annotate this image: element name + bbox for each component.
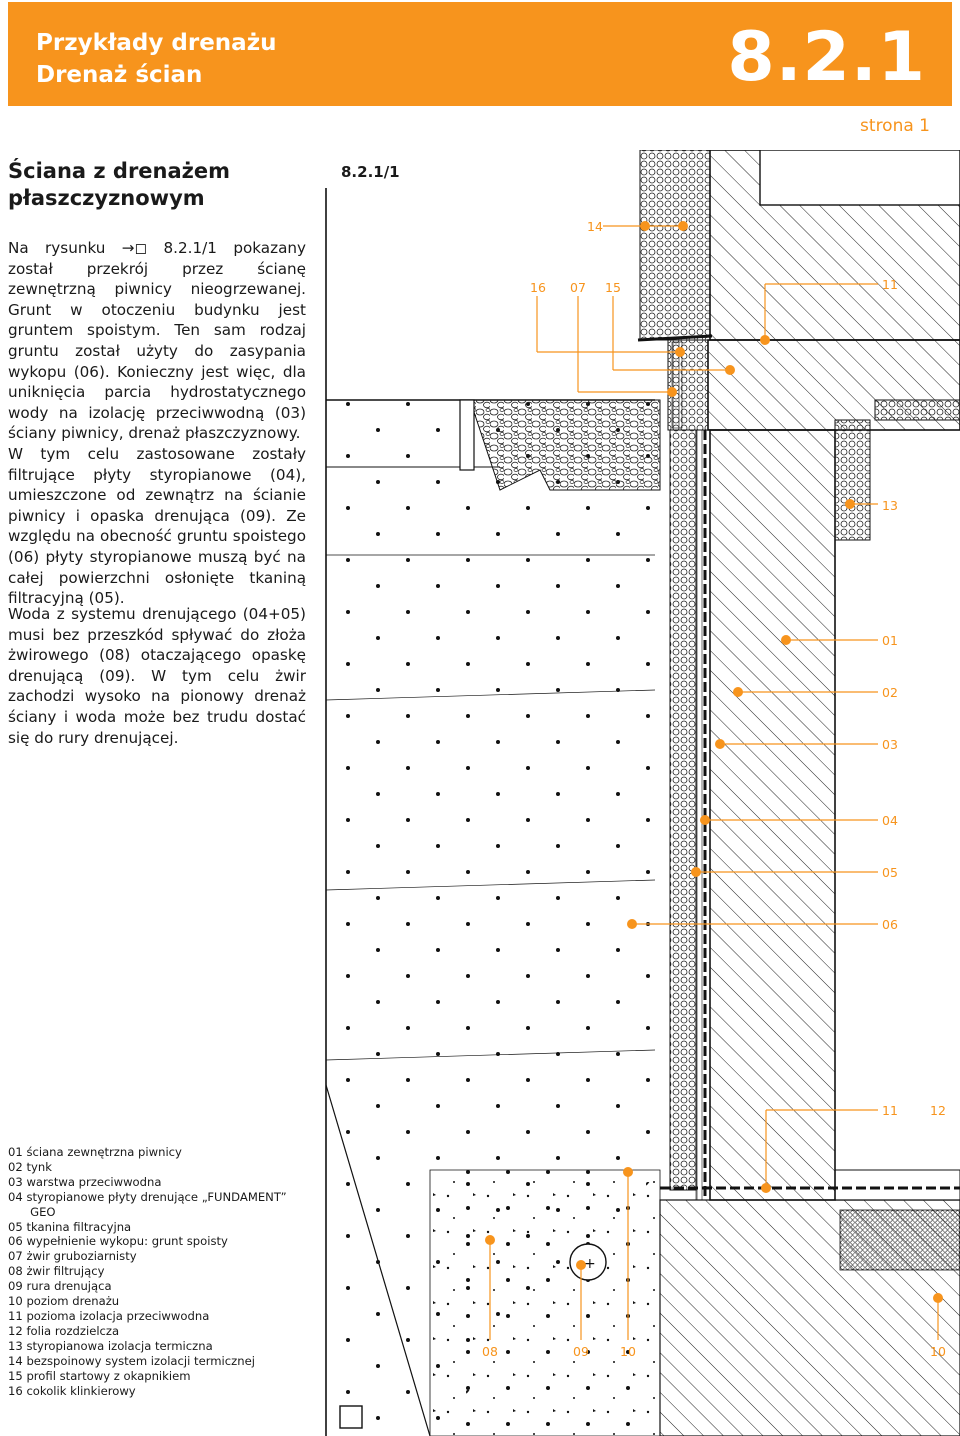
clinker-skirting bbox=[671, 341, 683, 429]
callout-leaders bbox=[489, 225, 939, 1340]
filter-fabric bbox=[695, 429, 703, 1201]
callout-dots bbox=[485, 221, 943, 1303]
floor-insulation bbox=[839, 1209, 960, 1271]
legend-item: 01 ściana zewnętrzna piwnicy bbox=[8, 1145, 182, 1159]
legend-item: 06 wypełnienie wykopu: grunt spoisty bbox=[8, 1234, 228, 1249]
paragraph-2: W tym celu zastosowane zostały filtrując… bbox=[8, 445, 306, 608]
callout-10-a: 10 bbox=[620, 1344, 636, 1359]
callout-13: 13 bbox=[882, 498, 898, 513]
legend-item: 15 profil startowy z okapnikiem bbox=[8, 1368, 191, 1383]
drain-pipe bbox=[569, 1243, 607, 1281]
legend-item: 11 pozioma izolacja przeciwwodna bbox=[8, 1308, 210, 1323]
callout-12: 12 bbox=[930, 1103, 946, 1118]
legend-item: 14 bezspoinowy system izolacji termiczne… bbox=[8, 1353, 255, 1368]
legend-item: 07 żwir gruboziarnisty bbox=[8, 1249, 137, 1264]
callout-11-bottom: 11 bbox=[882, 1103, 898, 1118]
legend-item: 05 tkanina filtracyjna bbox=[8, 1219, 132, 1234]
callout-02: 02 bbox=[882, 685, 898, 700]
callout-03: 03 bbox=[882, 737, 898, 752]
section-heading: Ściana z drenażem płaszczyznowym bbox=[8, 159, 231, 210]
legend-item: 09 rura drenująca bbox=[8, 1279, 112, 1294]
gravel-filter-bed bbox=[429, 1169, 661, 1436]
starter-profile bbox=[637, 334, 713, 342]
legend-item: GEO bbox=[8, 1204, 56, 1219]
legend-item: 16 cokolik klinkierowy bbox=[8, 1383, 136, 1398]
figure-code: 8.2.1/1 bbox=[341, 163, 400, 181]
paragraph-3: Woda z systemu drenującego (04+05) musi … bbox=[8, 605, 306, 747]
drainage-board bbox=[669, 429, 697, 1191]
window-frame bbox=[759, 150, 960, 206]
floor-slab bbox=[834, 1169, 960, 1201]
gravel-bed-slope bbox=[325, 1084, 431, 1436]
legend-item: 02 tynk bbox=[8, 1159, 52, 1174]
header-title-line1: Przykłady drenażu bbox=[36, 30, 277, 56]
corner-box bbox=[339, 1405, 363, 1429]
soil-layer-line bbox=[325, 689, 656, 701]
callout-14: 14 bbox=[587, 219, 603, 234]
legend-item: 08 żwir filtrujący bbox=[8, 1264, 105, 1279]
legend: 01 ściana zewnętrzna piwnicy 02 tynk 03 … bbox=[8, 1145, 308, 1398]
callout-15: 15 bbox=[605, 280, 621, 295]
header-title-line2: Drenaż ścian bbox=[36, 62, 203, 88]
slab-insulation bbox=[834, 419, 871, 541]
thermal-insulation-system bbox=[639, 150, 711, 341]
callout-09: 09 bbox=[573, 1344, 589, 1359]
soil-layer-line bbox=[325, 879, 656, 891]
drain-pipe-mark: + bbox=[584, 1256, 596, 1272]
callout-08: 08 bbox=[482, 1344, 498, 1359]
basement-wall bbox=[709, 429, 836, 1201]
gravel-strip bbox=[469, 399, 661, 491]
page-header: Przykłady drenażu Drenaż ścian 8.2.1 bbox=[8, 2, 952, 106]
page-label: strona 1 bbox=[860, 116, 930, 136]
callout-06: 06 bbox=[882, 917, 898, 932]
legend-item: 12 folia rozdzielcza bbox=[8, 1323, 120, 1338]
legend-item: 03 warstwa przeciwwodna bbox=[8, 1174, 162, 1189]
wall-section-drawing: + bbox=[325, 150, 960, 1436]
callout-16: 16 bbox=[530, 280, 546, 295]
paragraph-1: Na rysunku →◻ 8.2.1/1 pokazany został pr… bbox=[8, 239, 306, 443]
callout-10-b: 10 bbox=[930, 1344, 946, 1359]
callout-05: 05 bbox=[882, 865, 898, 880]
section-number: 8.2.1 bbox=[727, 18, 926, 97]
soil-layer-line bbox=[325, 1049, 656, 1061]
callout-07: 07 bbox=[570, 280, 586, 295]
callout-04: 04 bbox=[882, 813, 898, 828]
interior-insulation bbox=[874, 399, 960, 421]
edge-kerb bbox=[459, 399, 475, 471]
legend-item: 10 poziom drenażu bbox=[8, 1294, 120, 1309]
callout-11-top: 11 bbox=[882, 277, 898, 292]
legend-item: 13 styropianowa izolacja termiczna bbox=[8, 1338, 213, 1353]
legend-item: 04 styropianowe płyty drenujące „FUNDAME… bbox=[8, 1189, 287, 1204]
callout-01: 01 bbox=[882, 633, 898, 648]
